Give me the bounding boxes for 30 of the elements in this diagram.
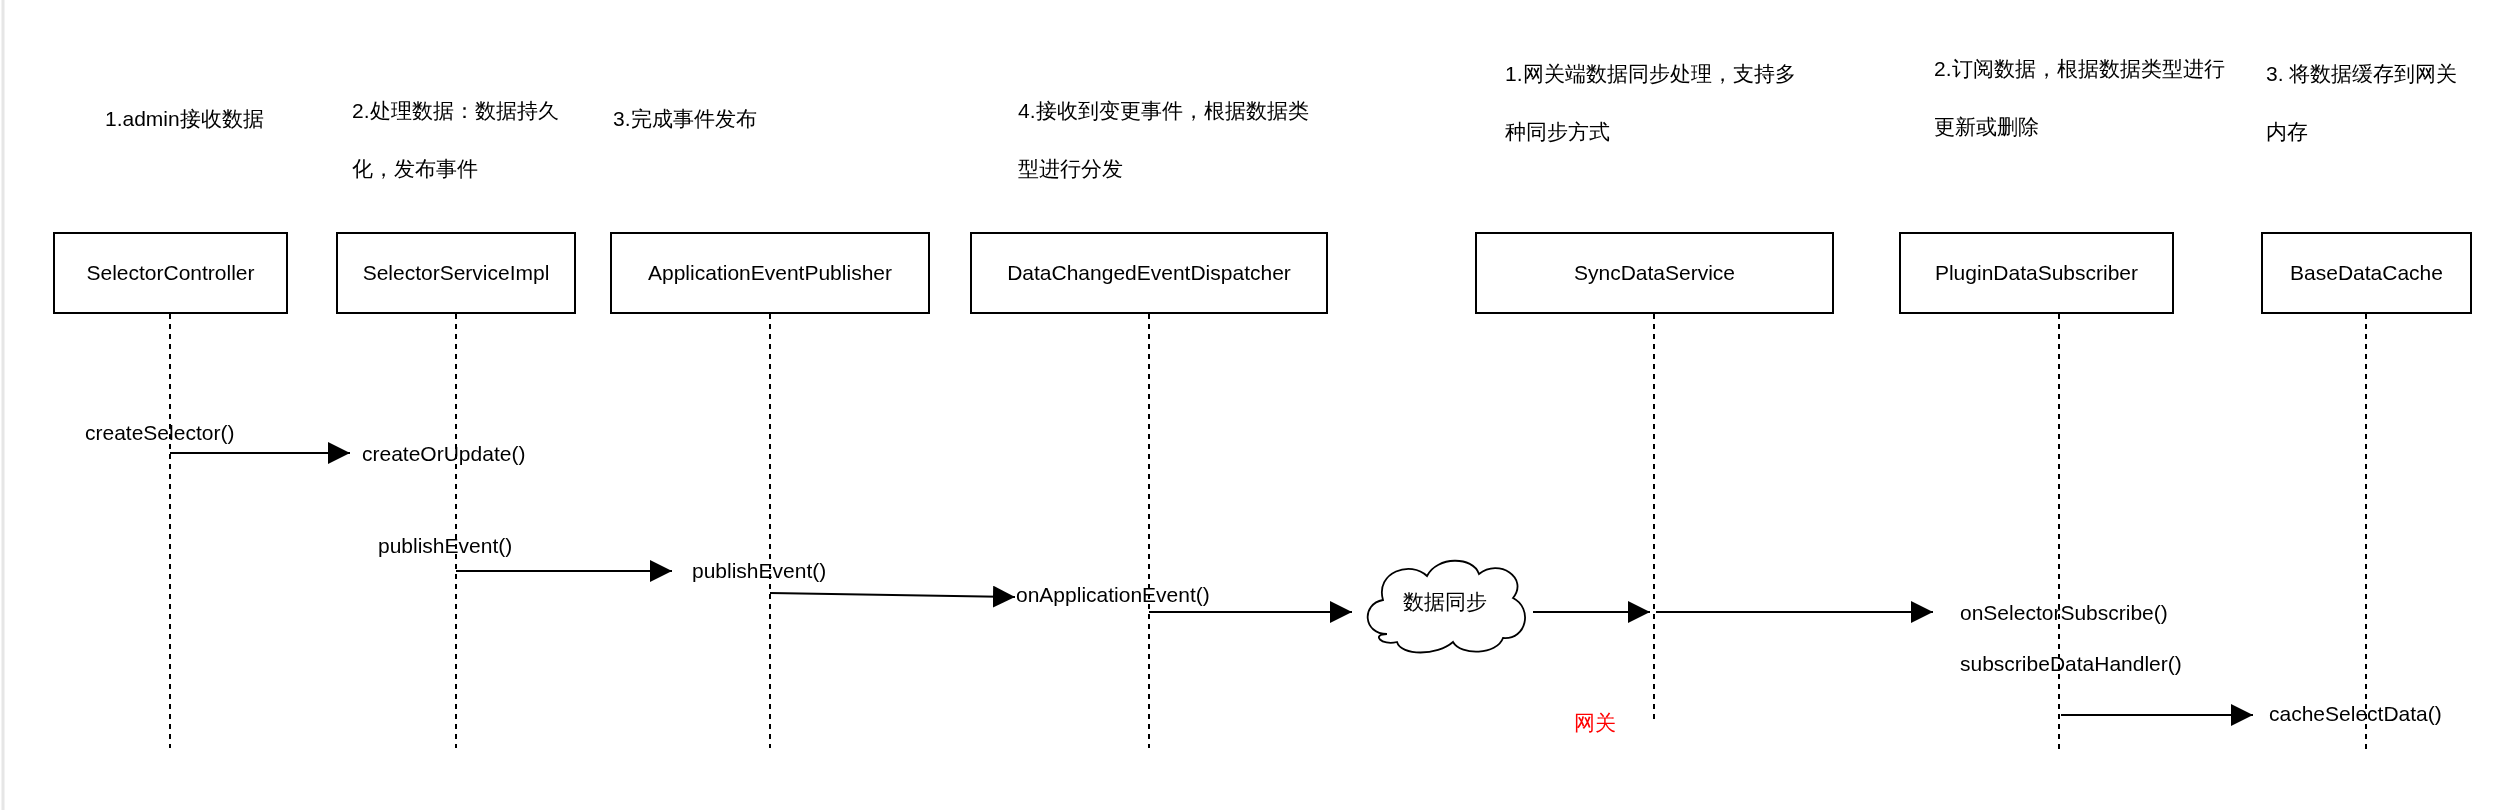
participant-box (1899, 232, 2174, 314)
participant-name: ApplicationEventPublisher (648, 261, 892, 285)
participant-box (970, 232, 1328, 314)
arrow (455, 560, 673, 582)
cloud-label: 数据同步 (1402, 589, 1488, 615)
participant-name: PluginDataSubscriber (1934, 261, 2139, 285)
participant-name: SelectorController (86, 261, 255, 285)
participant-box (1475, 232, 1834, 314)
participant-box (53, 232, 288, 314)
step-note: 3. 将数据缓存到网关内存 (2266, 61, 2459, 145)
arrow (769, 585, 1016, 608)
arrow (1655, 601, 1934, 623)
step-note: 2.订阅数据，根据数据类型进行更新或删除 (1934, 56, 2226, 140)
step-note: 1.网关端数据同步处理，支持多种同步方式 (1505, 61, 1797, 145)
group-label: 网关 (1574, 710, 1616, 736)
participant-name: BaseDataCache (2290, 261, 2443, 285)
arrow (1532, 601, 1651, 623)
step-note: 4.接收到变更事件，根据数据类型进行分发 (1018, 98, 1310, 182)
step-note: 3.完成事件发布 (613, 106, 758, 132)
participant-box (2261, 232, 2472, 314)
arrow (169, 442, 351, 464)
participant-name: SelectorServiceImpl (362, 261, 550, 285)
step-note: 1.admin接收数据 (105, 106, 265, 132)
arrow (1148, 601, 1353, 623)
participant-name: SyncDataService (1573, 261, 1736, 285)
participant-box (610, 232, 930, 314)
step-note: 2.处理数据：数据持久化，发布事件 (352, 98, 560, 182)
participant-box (336, 232, 576, 314)
participant-name: DataChangedEventDispatcher (1007, 261, 1291, 285)
arrow (2060, 704, 2254, 726)
